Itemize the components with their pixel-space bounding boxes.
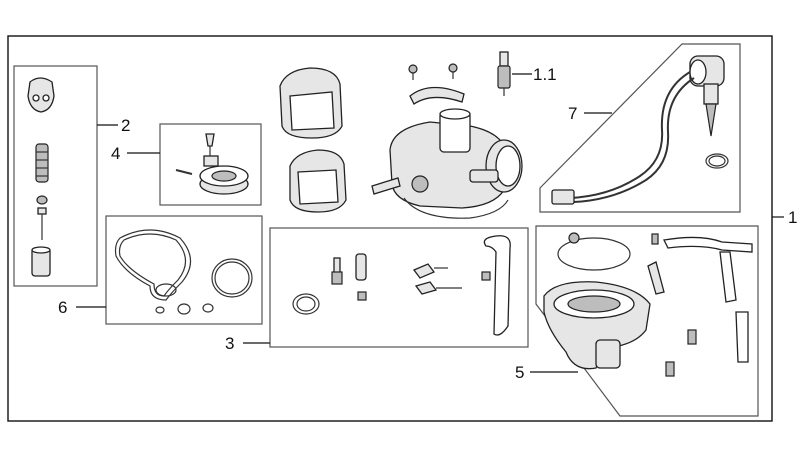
gasket-set-box <box>105 215 263 325</box>
callout-2: 2 <box>121 116 130 135</box>
needle-set-parts <box>27 77 55 277</box>
air-screw-part <box>497 51 511 96</box>
callout-1: 1 <box>788 208 797 227</box>
carburetor-body <box>371 63 523 219</box>
jet-kit-box <box>269 227 529 348</box>
callout-6: 6 <box>58 298 67 317</box>
auto-choke-box <box>539 43 741 213</box>
callout-5: 5 <box>515 363 524 382</box>
assembly-frame <box>7 35 773 422</box>
float-set-parts <box>175 133 249 195</box>
callout-3: 3 <box>225 334 234 353</box>
callout-1-1: 1.1 <box>533 65 557 84</box>
gasket-set-parts <box>114 229 253 315</box>
callout-7: 7 <box>568 104 577 123</box>
needle-set-box <box>13 65 98 287</box>
jet-kit-parts <box>292 235 511 336</box>
cover-parts <box>279 67 347 213</box>
callout-4: 4 <box>111 144 120 163</box>
auto-choke-parts <box>551 55 729 205</box>
float-chamber-parts <box>543 232 753 377</box>
float-chamber-box <box>535 225 759 417</box>
float-set-box <box>159 123 262 206</box>
